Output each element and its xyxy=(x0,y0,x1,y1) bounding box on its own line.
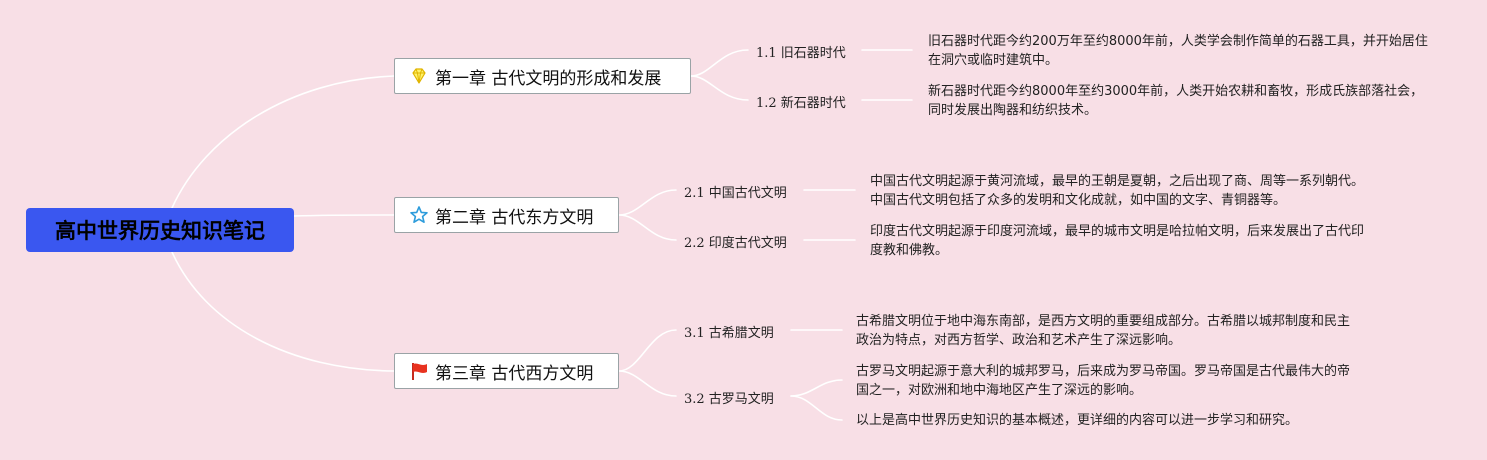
connector-s32-note2 xyxy=(790,395,843,421)
note-3-2: 古罗马文明起源于意大利的城邦罗马，后来成为罗马帝国。罗马帝国是古代最伟大的帝国之… xyxy=(856,364,1351,398)
section-1-1[interactable]: 1.1 旧石器时代 xyxy=(756,46,846,61)
star-icon xyxy=(409,205,429,225)
gem-icon xyxy=(409,66,429,86)
section-3-1[interactable]: 3.1 古希腊文明 xyxy=(684,326,774,341)
connector-ch3-s2 xyxy=(618,370,677,397)
chapter-3-topic[interactable]: 第三章 古代西方文明 xyxy=(394,353,619,389)
note-3-2-summary: 以上是高中世界历史知识的基本概述，更详细的内容可以进一步学习和研究。 xyxy=(856,413,1299,428)
chapter-2-label: 第二章 古代东方文明 xyxy=(435,207,594,228)
connector-ch1-s2 xyxy=(690,75,749,101)
connector-ch1-s1 xyxy=(690,49,749,77)
chapter-3-label: 第三章 古代西方文明 xyxy=(435,363,594,384)
note-3-1: 古希腊文明位于地中海东南部，是西方文明的重要组成部分。古希腊以城邦制度和民主政治… xyxy=(856,314,1351,348)
root-topic-label: 高中世界历史知识笔记 xyxy=(55,219,265,243)
section-2-1[interactable]: 2.1 中国古代文明 xyxy=(684,186,787,201)
connector-root-ch1 xyxy=(171,75,395,209)
connector-s32-note1 xyxy=(790,379,843,397)
note-2-1: 中国古代文明起源于黄河流域，最早的王朝是夏朝，之后出现了商、周等一系列朝代。中国… xyxy=(870,174,1365,208)
section-3-2[interactable]: 3.2 古罗马文明 xyxy=(684,392,774,407)
connector-root-ch2 xyxy=(293,214,395,217)
chapter-1-topic[interactable]: 第一章 古代文明的形成和发展 xyxy=(394,58,691,94)
connector-ch2-s1 xyxy=(618,189,677,216)
connector-root-ch3 xyxy=(171,251,395,372)
root-topic[interactable]: 高中世界历史知识笔记 xyxy=(26,208,294,252)
section-2-2[interactable]: 2.2 印度古代文明 xyxy=(684,236,787,251)
flag-icon xyxy=(409,361,429,381)
note-1-1: 旧石器时代距今约200万年至约8000年前，人类学会制作简单的石器工具，并开始居… xyxy=(928,34,1428,68)
connector-ch3-s1 xyxy=(618,329,677,372)
note-1-2: 新石器时代距今约8000年至约3000年前，人类开始农耕和畜牧，形成氏族部落社会… xyxy=(928,84,1424,118)
connector-ch2-s2 xyxy=(618,214,677,241)
chapter-1-label: 第一章 古代文明的形成和发展 xyxy=(435,68,662,89)
chapter-2-topic[interactable]: 第二章 古代东方文明 xyxy=(394,197,619,233)
note-2-2: 印度古代文明起源于印度河流域，最早的城市文明是哈拉帕文明，后来发展出了古代印度教… xyxy=(870,224,1365,258)
section-1-2[interactable]: 1.2 新石器时代 xyxy=(756,96,846,111)
